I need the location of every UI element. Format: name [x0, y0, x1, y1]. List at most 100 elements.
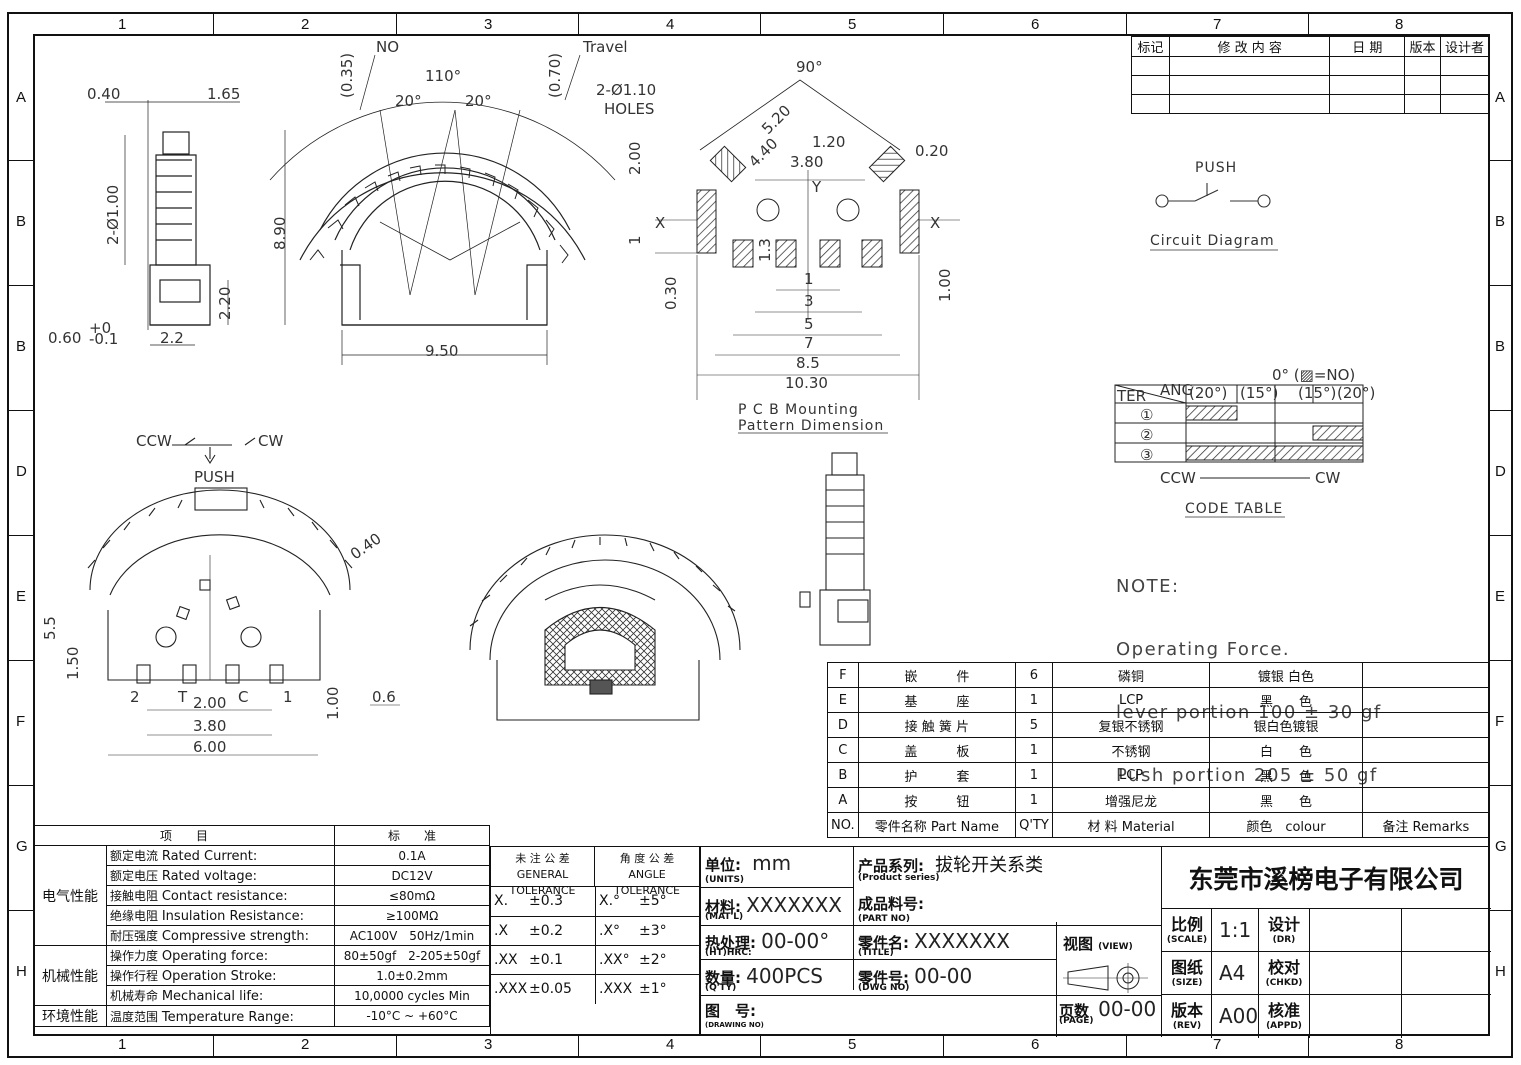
dim-pcb-10: X — [930, 214, 940, 232]
bom-header-qty: Q'TY — [1015, 812, 1053, 838]
qty-sub: (Q'TY) — [705, 983, 737, 993]
bom-cell-no: F — [827, 662, 859, 688]
code-header-ang: ANG — [1160, 381, 1193, 399]
perf-item: 额定电压 Rated voltage: — [106, 865, 335, 886]
bom-cell-remarks — [1361, 687, 1491, 713]
material-sub: (MAT'L) — [705, 912, 744, 922]
bom-cell-material: 磷铜 — [1051, 662, 1211, 688]
dim-side-3: 2.20 — [216, 287, 234, 320]
perf-std: 10,0000 cycles Min — [334, 985, 490, 1006]
bom-cell-material: 复银不锈钢 — [1051, 712, 1211, 738]
side-view-2 — [799, 452, 871, 646]
view-sub: (VIEW) — [1098, 942, 1133, 952]
rev-header-date: 日 期 — [1329, 36, 1406, 57]
perf-row: 环境性能温度范围 Temperature Range:-10°C ~ +60°C — [33, 1005, 490, 1027]
ht-cell: 热处理: 00-00° (HT)HRC: — [705, 929, 829, 958]
zone-col-top-0: 1 — [118, 16, 127, 33]
dim-side-7: 2.2 — [160, 329, 184, 347]
perf-row: 接触电阻 Contact resistance:≤80mΩ — [34, 885, 490, 906]
dim-side-4: 0.60 — [48, 329, 81, 347]
tick-left — [9, 535, 33, 536]
dim-bottom-0: 5.5 — [41, 616, 59, 640]
tol-general-val: ±0.2 — [529, 923, 563, 939]
rev-header-version: 版本 — [1404, 36, 1441, 57]
tick-right — [1489, 785, 1513, 786]
perf-std: DC12V — [334, 865, 490, 886]
zone-row-left-7: H — [16, 963, 27, 980]
zone-row-left-6: G — [16, 838, 28, 855]
perf-item: 耐压强度 Compressive strength: — [106, 925, 335, 946]
zone-col-bottom-2: 3 — [484, 1036, 493, 1053]
tol-row: .XX ±0.1 .XX° ±2° — [491, 945, 699, 975]
dim-pcb-15: 3 — [804, 292, 814, 310]
pcb-caption-2: Pattern Dimension — [738, 418, 884, 434]
perf-header-std: 标 准 — [334, 825, 490, 846]
dim-front-3: (0.70) — [546, 53, 564, 98]
size-label: 图纸 — [1170, 958, 1203, 977]
scale-label-cell: 比例 (SCALE) — [1165, 911, 1209, 945]
tol-general-val: ±0.05 — [529, 981, 572, 997]
dim-pcb-2: 90° — [796, 58, 823, 76]
zone-col-bottom-5: 6 — [1031, 1036, 1040, 1053]
series-sub: (Product series) — [858, 873, 940, 883]
perf-item-cn: 额定电压 — [110, 869, 159, 883]
appd-label: 核准 — [1267, 1001, 1300, 1020]
perf-std: 1.0±0.2mm — [334, 965, 490, 986]
zone-col-top-7: 8 — [1395, 16, 1404, 33]
tick-bottom — [943, 1036, 944, 1056]
rev-label: 版本 — [1170, 1001, 1203, 1020]
bom-cell-colour: 银白色镀银 — [1209, 712, 1363, 738]
bom-header-colour: 颜色 colour — [1209, 812, 1363, 838]
bom-header-name: 零件名称 Part Name — [857, 812, 1017, 838]
bom-cell-material: 增强尼龙 — [1051, 787, 1211, 813]
front-view — [269, 54, 616, 365]
chkd-sub: (CHKD) — [1265, 978, 1303, 988]
note-title: NOTE: — [1116, 576, 1180, 597]
ht-sub: (HT)HRC: — [705, 948, 752, 958]
dim-bottom-1: 0.40 — [347, 529, 385, 563]
dim-front-0: (0.35) — [338, 53, 356, 98]
series-cell: 产品系列: 拔轮开关系类 (Product series) — [858, 851, 1043, 883]
rev-label-cell: 版本 (REV) — [1165, 997, 1209, 1031]
dwg-sub: (DRAWING NO) — [705, 1021, 764, 1029]
tick-left — [9, 160, 33, 161]
dim-pcb-19: 10.30 — [785, 374, 828, 392]
dim-pcb-5: 1.20 — [812, 133, 845, 151]
tol-angle-val: ±5° — [639, 893, 667, 909]
tick-right — [1489, 285, 1513, 286]
dim-side-0: 0.40 — [87, 85, 120, 103]
perf-item-cn: 机械寿命 — [110, 989, 159, 1003]
perf-group: 电气性能 — [33, 845, 107, 946]
tol-row: .X ±0.2 .X° ±3° — [491, 916, 699, 946]
side-view — [105, 100, 240, 346]
material-value: XXXXXXX — [746, 893, 843, 917]
perf-std: AC100V 50Hz/1min — [334, 925, 490, 946]
zone-col-bottom-1: 2 — [301, 1036, 310, 1053]
push-bottom-view — [87, 437, 400, 756]
rev-header-designer: 设计者 — [1439, 36, 1490, 57]
perf-item: 操作力度 Operating force: — [106, 945, 335, 966]
dr-sub: (DR) — [1272, 935, 1296, 945]
zone-row-right-2: B — [1495, 338, 1506, 355]
tol-general-key: .X — [494, 923, 509, 939]
tol-angle-val: ±3° — [639, 923, 667, 939]
tick-top — [943, 14, 944, 34]
tol-row: .XXX ±0.05 .XXX ±1° — [491, 974, 699, 1004]
dwg-cell: 图 号: (DRAWING NO) — [705, 1000, 764, 1029]
zone-row-right-4: E — [1495, 588, 1506, 605]
push-view-dims: CCW CW PUSH 5.5 0.40 1.50 2 T C 1 2.00 3… — [41, 432, 396, 756]
dim-front-8: 9.50 — [425, 342, 458, 360]
dim-pcb-4: 4.40 — [745, 134, 781, 170]
bom-cell-qty: 1 — [1015, 762, 1053, 788]
bom-cell-colour: 黑 色 — [1209, 687, 1363, 713]
dwgno-sub: (DWG NO) — [858, 983, 910, 993]
ht-value: 00-00° — [761, 929, 830, 953]
dim-pcb-6: 0.20 — [915, 142, 948, 160]
zone-col-bottom-4: 5 — [848, 1036, 857, 1053]
dim-bottom-11: 0.6 — [372, 688, 396, 706]
tick-top — [1308, 14, 1309, 34]
title-block: 单位: mm (UNITS) 材料: XXXXXXX (MAT'L) 热处理: … — [700, 846, 1491, 1038]
tick-left — [9, 910, 33, 911]
